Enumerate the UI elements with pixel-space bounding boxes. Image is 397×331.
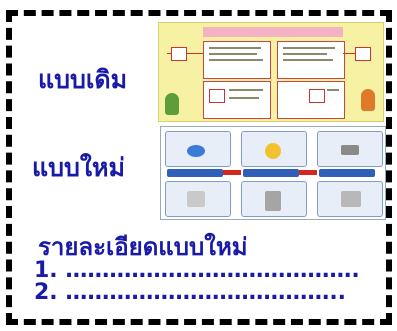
text-line xyxy=(327,89,339,91)
infographic-banner xyxy=(203,27,343,37)
flow-arrow-icon xyxy=(223,170,241,175)
flow-arrow-icon xyxy=(299,170,317,175)
detail-item-2: 2. ……………………………….. xyxy=(34,280,347,305)
text-line xyxy=(209,53,257,55)
text-line xyxy=(283,53,327,55)
new-style-label: แบบใหม่ xyxy=(32,153,126,182)
pen-icon xyxy=(341,145,359,155)
flow-label-bar xyxy=(167,169,223,177)
text-line xyxy=(283,59,333,61)
text-line xyxy=(209,59,263,61)
node-square xyxy=(309,89,325,103)
machine-icon xyxy=(265,191,281,211)
dashed-frame xyxy=(6,10,392,325)
node-square xyxy=(355,47,371,61)
text-line xyxy=(229,97,259,99)
child-illustration-icon xyxy=(165,93,179,115)
text-line xyxy=(283,47,335,49)
flow-label-bar xyxy=(319,169,375,177)
child-illustration-icon xyxy=(361,89,375,111)
sun-icon xyxy=(265,143,281,159)
node-square xyxy=(209,89,225,103)
flow-step-card xyxy=(241,181,307,217)
old-style-infographic xyxy=(158,22,384,122)
eye-icon xyxy=(187,145,205,157)
new-details-heading: รายละเอียดแบบใหม่ xyxy=(38,233,248,261)
text-line xyxy=(209,47,261,49)
detail-item-1: 1. …………………………………. xyxy=(34,258,360,283)
old-style-label: แบบเดิม xyxy=(38,65,128,94)
device-icon xyxy=(341,191,361,207)
node-square xyxy=(171,47,187,61)
new-style-flowchart xyxy=(160,126,386,220)
flow-label-bar xyxy=(243,169,299,177)
box-icon xyxy=(187,191,205,207)
text-line xyxy=(229,89,263,91)
